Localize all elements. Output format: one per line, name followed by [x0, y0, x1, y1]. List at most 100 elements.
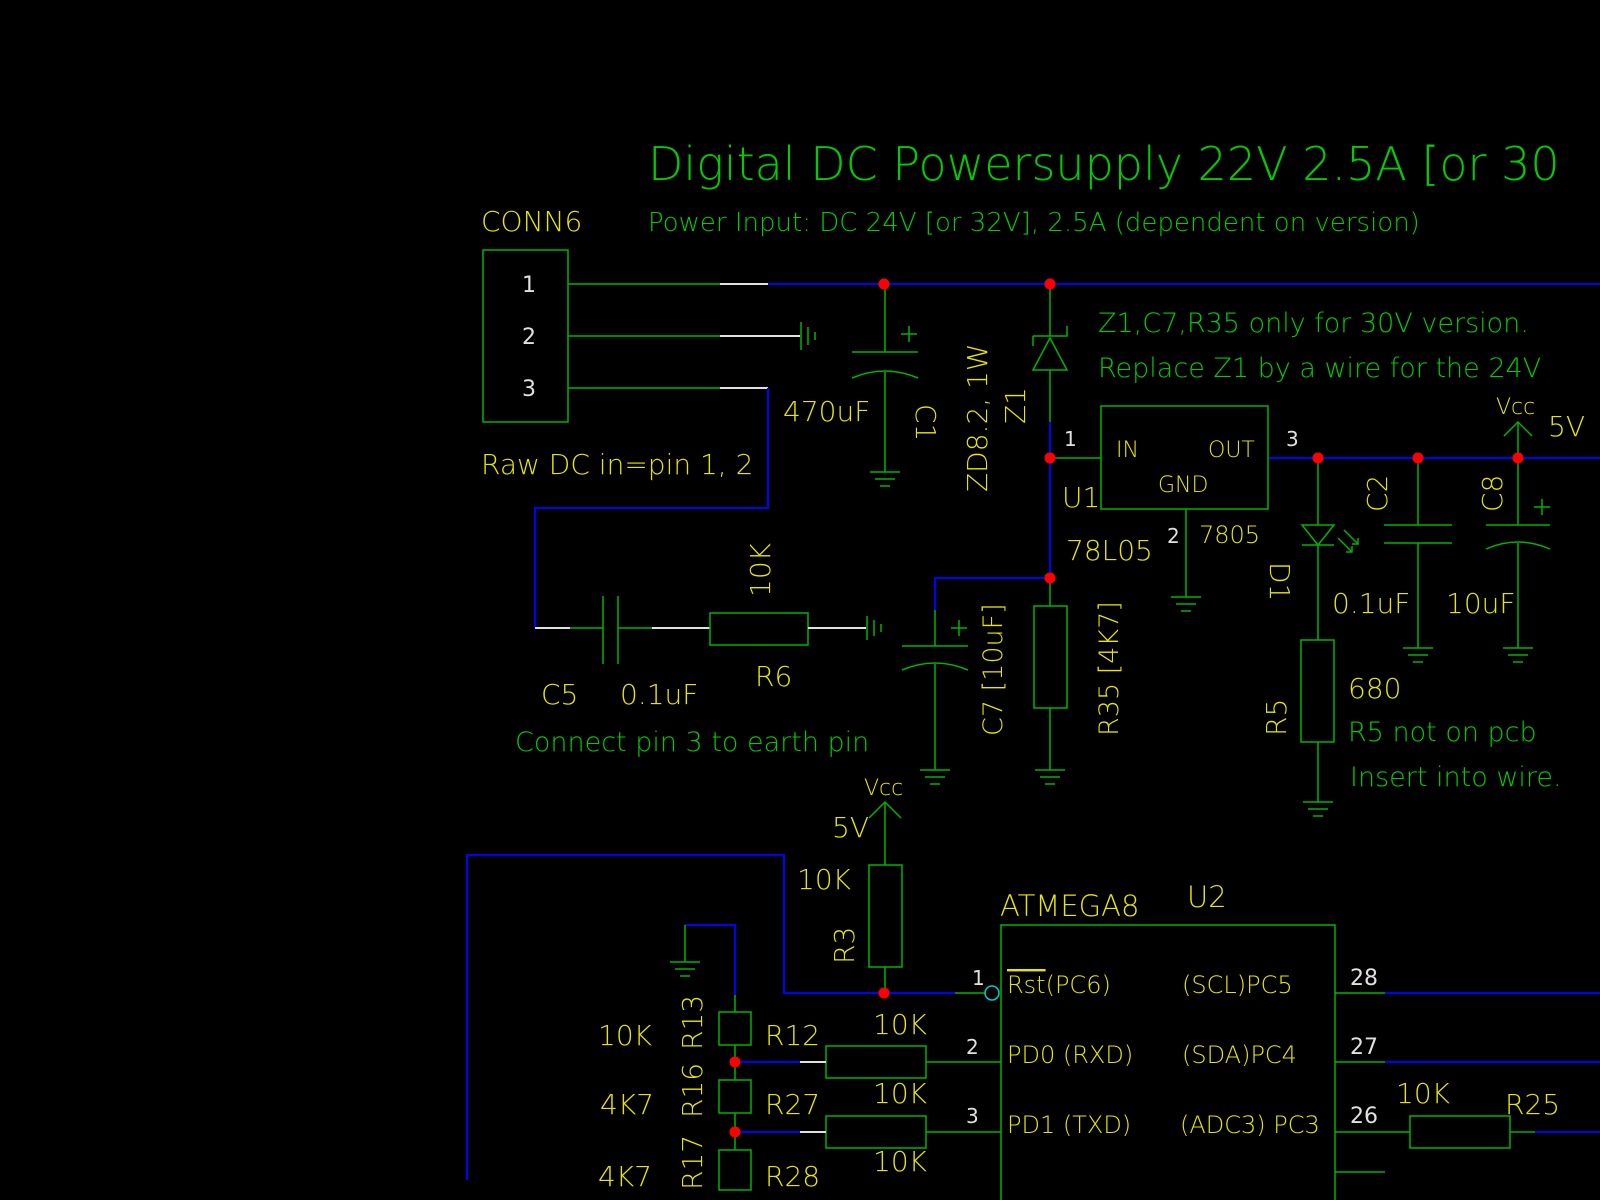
earth-note: Connect pin 3 to earth pin	[515, 727, 869, 758]
c5-ref: C5	[541, 678, 578, 711]
r13-value: 10K	[598, 1019, 653, 1052]
c1-value: 470uF	[783, 395, 870, 428]
c1-ref: C1	[909, 404, 942, 441]
z1-ref: Z1	[999, 387, 1032, 424]
c8-value: 10uF	[1446, 587, 1515, 620]
resistor-r3: 10K R3	[797, 863, 903, 993]
vcc-label-right: Vcc	[1496, 395, 1535, 420]
junction-dot	[729, 1126, 741, 1138]
r5-ref: R5	[1260, 699, 1293, 736]
connector-pin-label: 2	[522, 325, 536, 350]
resistor-r5: 680 R5	[1260, 639, 1401, 817]
vcc-symbol-right: Vcc 5V	[1496, 395, 1585, 458]
resistor-r6: R6 10K	[709, 542, 882, 693]
regulator-pin-in: IN	[1116, 438, 1139, 463]
resistor-r17: 4K7 R17	[598, 1135, 752, 1193]
earth-symbol	[800, 322, 816, 350]
mcu-ref: U2	[1187, 880, 1227, 914]
junction-dot	[878, 987, 890, 999]
regulator-u1: IN OUT GND 1 3 2 U1 78L05 7805	[1050, 405, 1299, 612]
vcc-symbol: Vcc 5V	[832, 776, 903, 865]
resistor-r35: R35 [4K7]	[1033, 578, 1125, 785]
r25-value: 10K	[1396, 1077, 1451, 1110]
mcu-part: ATMEGA8	[1000, 889, 1139, 923]
mcu-u2: ATMEGA8 U2 1 Rst(PC6) 2 PD0 (RXD) 3 PD1 …	[955, 880, 1410, 1200]
mcu-pin-name: PD0 (RXD)	[1007, 1041, 1133, 1069]
r6-ref: R6	[755, 660, 792, 693]
junction-dot	[1412, 452, 1424, 464]
resistor-r25: 10K R25	[1396, 1077, 1560, 1149]
schematic-title: Digital DC Powersupply 22V 2.5A [or 30	[648, 137, 1560, 191]
capacitor-c5: C5 0.1uF	[535, 596, 710, 711]
regulator-pin-out: OUT	[1208, 438, 1255, 463]
r35-label: R35 [4K7]	[1094, 601, 1125, 736]
resistor-r16: 4K7 R16	[600, 1063, 752, 1150]
resistor-r27: R27 10K	[765, 1077, 1001, 1149]
regulator-part: 78L05	[1066, 534, 1153, 567]
connector-pin-label: 1	[522, 273, 536, 298]
junction-dot	[729, 1056, 741, 1068]
c5-value: 0.1uF	[620, 678, 698, 711]
zener-z1: ZD8.2, 1W Z1	[961, 284, 1069, 492]
r28-ref: R28	[765, 1160, 820, 1193]
r27-ref: R27	[765, 1088, 820, 1121]
wires	[466, 283, 1600, 1180]
connector-pin-label: 3	[522, 377, 536, 402]
d1-ref: D1	[1263, 562, 1296, 601]
mcu-pin-num: 3	[966, 1104, 979, 1128]
capacitor-c7: C7 [10uF]	[901, 603, 1009, 785]
r3-value: 10K	[797, 863, 852, 896]
resistor-r12: R12 10K	[765, 1008, 1001, 1079]
regulator-pin2-num: 2	[1167, 524, 1180, 548]
z1-value: ZD8.2, 1W	[961, 343, 994, 492]
r17-value: 4K7	[598, 1160, 652, 1193]
c2-value: 0.1uF	[1332, 587, 1410, 620]
capacitor-c1: 470uF C1	[783, 284, 942, 487]
mcu-pin-num: 2	[966, 1035, 979, 1059]
regulator-ref: U1	[1062, 481, 1100, 514]
mcu-pin-name: (SCL)PC5	[1182, 971, 1293, 999]
mcu-pin-name: (SDA)PC4	[1182, 1041, 1297, 1069]
mcu-pin-name: PD1 (TXD)	[1007, 1111, 1131, 1139]
capacitor-c8: C8 10uF	[1446, 458, 1551, 663]
r17-ref: R17	[676, 1135, 709, 1190]
r3-ref: R3	[828, 927, 861, 964]
r5-note-line2: Insert into wire.	[1350, 762, 1562, 793]
junction-dot	[1512, 452, 1524, 464]
connector-conn6: CONN6 1 2 3	[481, 205, 800, 423]
mcu-pin-num: 1	[972, 966, 985, 990]
mcu-pin-num: 27	[1350, 1035, 1378, 1060]
r16-value: 4K7	[600, 1088, 654, 1121]
r13-ref: R13	[676, 995, 709, 1050]
r28-value: 10K	[873, 1145, 928, 1178]
r12-ref: R12	[765, 1019, 820, 1052]
capacitor-c2: C2 0.1uF	[1332, 458, 1452, 663]
led-d1: D1	[1263, 458, 1359, 640]
mcu-pin-num: 26	[1350, 1104, 1378, 1129]
r16-ref: R16	[676, 1063, 709, 1118]
r27-value: 10K	[873, 1077, 928, 1110]
r6-value: 10K	[744, 542, 777, 597]
c7-label: C7 [10uF]	[978, 603, 1009, 736]
z1-note-line1: Z1,C7,R35 only for 30V version.	[1098, 308, 1529, 339]
junction-dot	[1044, 452, 1056, 464]
ground-symbol-r13	[670, 925, 700, 977]
raw-dc-note: Raw DC in=pin 1, 2	[481, 448, 753, 481]
junction-dot	[1044, 572, 1056, 584]
junction-dot	[1312, 452, 1324, 464]
mcu-pin-num: 28	[1350, 966, 1378, 991]
r12-value: 10K	[873, 1008, 928, 1041]
vcc-label: Vcc	[864, 776, 903, 801]
regulator-alt: 7805	[1199, 521, 1260, 549]
junction-dot	[878, 278, 890, 290]
regulator-pin3-num: 3	[1286, 427, 1299, 451]
vcc-value: 5V	[832, 811, 869, 844]
junction-dot	[1044, 278, 1056, 290]
connector-name: CONN6	[481, 205, 582, 238]
vcc-value-right: 5V	[1548, 410, 1585, 443]
mcu-pin-name: (ADC3) PC3	[1180, 1111, 1320, 1139]
junctions	[729, 278, 1524, 1138]
regulator-pin-gnd: GND	[1158, 473, 1208, 498]
regulator-pin1-num: 1	[1064, 427, 1077, 451]
